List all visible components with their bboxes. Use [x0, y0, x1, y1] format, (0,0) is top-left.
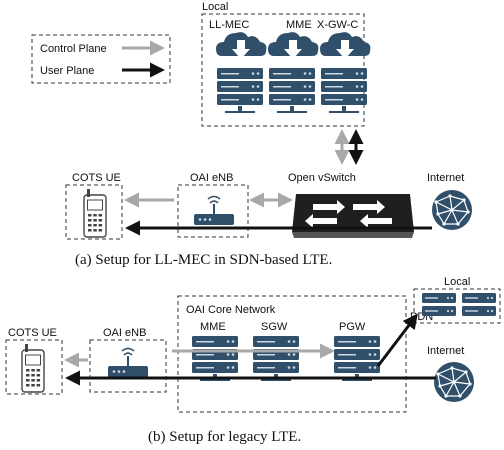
ll-mec-cloud-icon	[216, 32, 267, 59]
top-internet-label: Internet	[427, 172, 464, 184]
bottom-mme-label: MME	[200, 321, 226, 333]
bottom-enb-label: OAI eNB	[103, 327, 146, 339]
mme-server-icon	[269, 68, 315, 113]
top-local-label: Local	[202, 1, 228, 13]
ovs-label: Open vSwitch	[288, 172, 356, 184]
top-enb-label: OAI eNB	[190, 172, 233, 184]
ll-mec-server-icon	[217, 68, 263, 113]
legend-control-label: Control Plane	[40, 43, 107, 55]
core-label: OAI Core Network	[186, 304, 276, 316]
legend-user-label: User Plane	[40, 65, 94, 77]
bottom-enb-router-icon	[107, 347, 149, 378]
xgwc-cloud-icon	[320, 32, 371, 59]
sgw-server-icon	[253, 336, 299, 381]
pgw-label: PGW	[339, 321, 366, 333]
xgwc-server-icon	[321, 68, 367, 113]
bottom-phone-icon	[21, 343, 45, 393]
bottom-mme-server-icon	[192, 336, 238, 381]
ll-mec-label: LL-MEC	[209, 19, 249, 31]
top-mme-label: MME	[286, 19, 312, 31]
local-pdn-box	[413, 288, 501, 324]
caption-a: (a) Setup for LL-MEC in SDN-based LTE.	[75, 252, 332, 268]
mme-cloud-icon	[268, 32, 319, 59]
pgw-server-icon	[334, 336, 380, 381]
top-enb-box	[177, 184, 249, 238]
top-internet-globe-icon	[431, 189, 473, 231]
top-enb-router-icon	[193, 195, 235, 226]
xgwc-label: X-GW-C	[317, 19, 358, 31]
bottom-enb-box	[89, 339, 167, 393]
bottom-internet-label: Internet	[427, 345, 464, 357]
bottom-internet-globe-icon	[433, 361, 475, 403]
pdn-server-icon	[422, 293, 496, 316]
bottom-ue-label: COTS UE	[8, 327, 57, 339]
top-phone-icon	[83, 188, 107, 238]
bottom-ue-box	[5, 339, 63, 395]
top-ue-label: COTS UE	[72, 172, 121, 184]
local-mec-group: Local LL-MEC MME X-GW-C	[201, 1, 371, 127]
core-network-box	[177, 295, 407, 413]
ovs-switch-icon	[292, 194, 414, 238]
pgw-pdn-arrow	[376, 313, 418, 367]
top-ue-box	[65, 184, 123, 240]
caption-b: (b) Setup for legacy LTE.	[148, 429, 301, 445]
bottom-local-label: Local	[444, 276, 470, 288]
sgw-label: SGW	[261, 321, 288, 333]
legend: Control Plane User Plane	[31, 34, 171, 84]
